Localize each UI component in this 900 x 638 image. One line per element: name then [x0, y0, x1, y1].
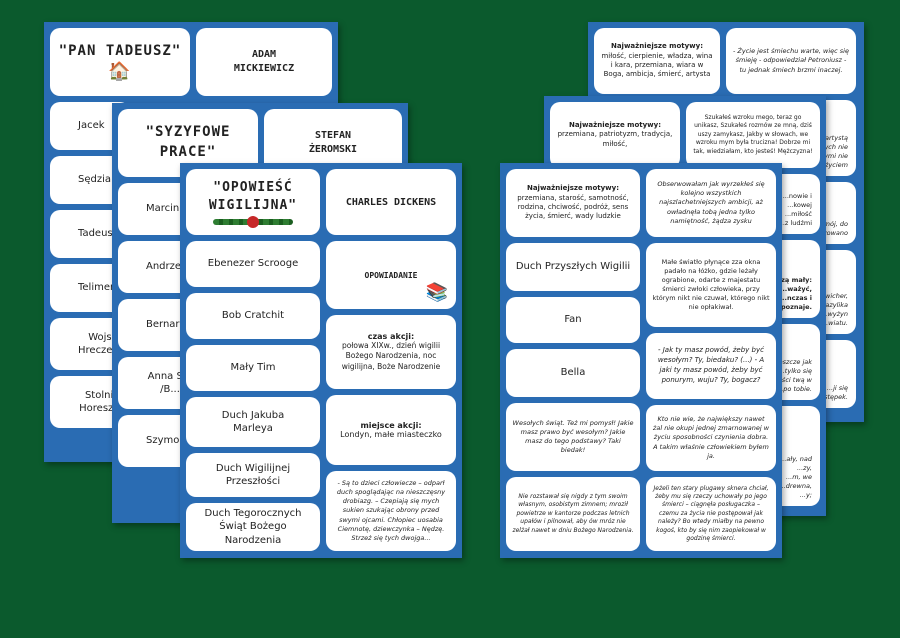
place-text: Londyn, małe miasteczko	[340, 430, 442, 439]
author-name: ADAM MICKIEWICZ	[233, 49, 295, 74]
motifs-text: miłość, cierpienie, władza, wina i kara,…	[601, 51, 713, 79]
motifs-card: Najważniejsze motywy: miłość, cierpienie…	[594, 28, 720, 94]
garland-icon	[213, 215, 293, 228]
quote-card: Kto nie wie, że największy nawet żal nie…	[646, 405, 776, 471]
quote-card: Nie rozstawał się nigdy z tym swoim włas…	[506, 477, 640, 551]
quote-card: Szukałeś wzroku mego, teraz go unikasz, …	[686, 102, 820, 168]
bow-icon	[247, 215, 259, 228]
time-text: połowa XIXw., dzień wigilii Bożego Narod…	[341, 341, 441, 371]
author-card: ADAM MICKIEWICZ	[196, 28, 332, 96]
quote-card: Wesołych świąt. Też mi pomysł! Jakie mas…	[506, 403, 640, 471]
time-card: czas akcji: połowa XIXw., dzień wigilii …	[326, 315, 456, 389]
book-title: "OPOWIEŚĆ WIGILIJNA"	[208, 180, 298, 213]
quote-card: - Jak ty masz powód, żeby być wesołym? T…	[646, 333, 776, 399]
motifs-label: Najważniejsze motywy:	[526, 184, 620, 193]
motifs-text: przemiana, patriotyzm, tradycja, miłość,	[557, 130, 673, 148]
author-name: CHARLES DICKENS	[345, 196, 437, 208]
worksheet-opowiesc-wigilijna: "OPOWIEŚĆ WIGILIJNA" CHARLES DICKENS Ebe…	[180, 163, 462, 558]
books-icon: 📚	[425, 282, 448, 303]
character-card: Ebenezer Scrooge	[186, 241, 320, 287]
title-card: "PAN TADEUSZ" 🏠	[50, 28, 190, 96]
quote-card: Małe światło płynące zza okna padało na …	[646, 243, 776, 327]
motifs-text: przemiana, starość, samotność, rodzina, …	[517, 193, 629, 221]
genre-card: OPOWIADANIE 📚	[326, 241, 456, 309]
character-card: Bella	[506, 349, 640, 397]
place-label: miejsce akcji:	[360, 421, 422, 430]
author-card: CHARLES DICKENS	[326, 169, 456, 235]
character-card: Bob Cratchit	[186, 293, 320, 339]
character-card: Mały Tim	[186, 345, 320, 391]
quote-text: - Życie jest śmiechu warte, więc się śmi…	[733, 47, 849, 74]
place-card: miejsce akcji: Londyn, małe miasteczko	[326, 395, 456, 465]
quote-card: Obserwowałam jak wyrzekłeś się kolejno w…	[646, 169, 776, 237]
character-card: Duch Przyszłych Wigilii	[506, 243, 640, 291]
house-icon: 🏠	[108, 60, 132, 82]
motifs-label: Najważniejsze motywy:	[568, 120, 662, 129]
motifs-label: Najważniejsze motywy:	[610, 42, 704, 51]
motifs-card: Najważniejsze motywy: przemiana, starość…	[506, 169, 640, 237]
quote-card: - Życie jest śmiechu warte, więc się śmi…	[726, 28, 856, 94]
quote-text: Szukałeś wzroku mego, teraz go unikasz, …	[693, 114, 813, 155]
worksheet-front-right: Najważniejsze motywy: przemiana, starość…	[500, 163, 782, 558]
quote-card: - Są to dzieci człowiecze – odparł duch …	[326, 471, 456, 551]
author-name: STEFAN ŻEROMSKI	[308, 130, 358, 155]
quote-card: Jeżeli ten stary plugawy sknera chciał, …	[646, 477, 776, 551]
character-card: Duch Jakuba Marleya	[186, 397, 320, 447]
character-card: Duch Wigilijnej Przeszłości	[186, 453, 320, 497]
book-title: "PAN TADEUSZ"	[58, 42, 182, 59]
time-label: czas akcji:	[367, 332, 415, 342]
genre-label: OPOWIADANIE	[364, 270, 418, 280]
motifs-card: Najważniejsze motywy: przemiana, patriot…	[550, 102, 680, 168]
title-card: "OPOWIEŚĆ WIGILIJNA"	[186, 169, 320, 235]
character-card: Duch Tegorocznych Świąt Bożego Narodzeni…	[186, 503, 320, 551]
character-card: Fan	[506, 297, 640, 343]
book-title: "SYZYFOWE PRACE"	[145, 124, 231, 160]
quote-text: - Są to dzieci człowiecze – odparł duch …	[336, 479, 446, 542]
